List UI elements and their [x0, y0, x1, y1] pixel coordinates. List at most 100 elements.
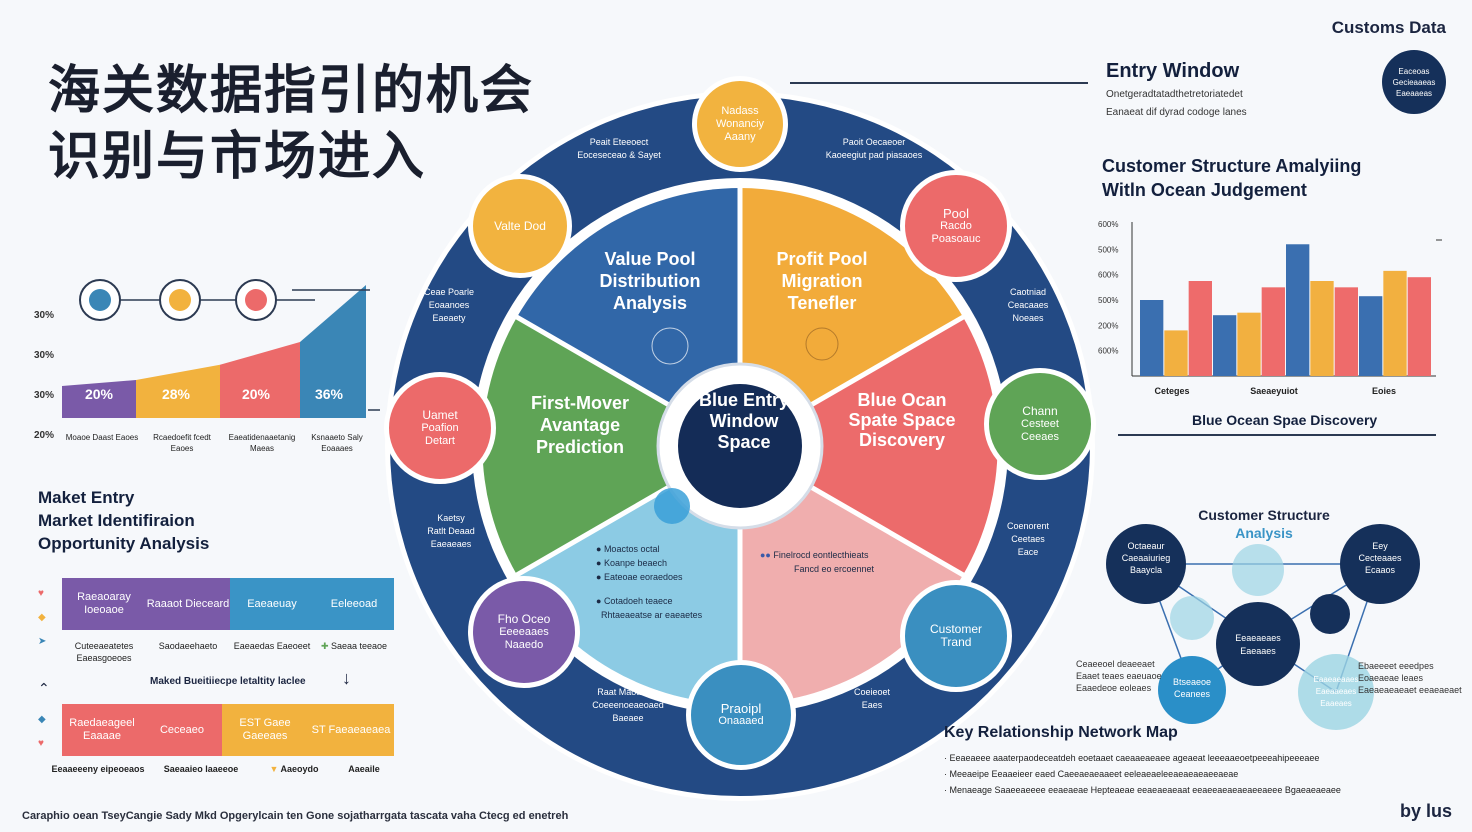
segment-first-mover [482, 317, 740, 575]
market-row-2-icons: ◆♥ [38, 708, 46, 756]
market-row-2: Raedaeageel Eaaaae Ceceaeo EST Gaee Gaee… [62, 704, 394, 756]
down-arrow-icon: ↓ [342, 668, 351, 688]
network-node-right-small [1310, 594, 1350, 634]
brand-label: Customs Data [1331, 18, 1446, 37]
bar-chart-ytick: 600% [1098, 347, 1118, 356]
network-node-tl [1106, 524, 1186, 604]
market-row-1-icons: ♥◆➤ [38, 582, 46, 654]
bar-chart-bar [1188, 281, 1212, 376]
diamond-icon: ◆ [38, 612, 46, 623]
network-node-center [1216, 602, 1300, 686]
network-node-br [1298, 654, 1374, 730]
title-line-1: 海关数据指引的机会 [48, 61, 535, 121]
entry-window-line-2: Eanaeat dif dyrad codoge lanes [1106, 107, 1247, 118]
segment-lower-right-list: ●● Finelrocd eontlecthieats Fancd eo erc… [760, 550, 875, 574]
page-title: 海关数据指引的机会 识别与市场进入 [48, 58, 534, 190]
segment-lower-left-list: ● Moactos octal ● Koanpe beaech ● Eateoa… [596, 544, 703, 620]
bar-chart-bar [1237, 312, 1261, 376]
market-row-1-cell-4: Eeleeoad [314, 578, 394, 630]
bar-chart-bar [1334, 287, 1358, 376]
bar-chart-bar [1310, 281, 1334, 376]
growth-bar-labels: 20% 28% 20% 36% [84, 386, 344, 402]
bar-chart-bar [1164, 330, 1188, 376]
market-row-1-cell-3: Eaeaeuay [230, 578, 314, 630]
network-node-bl [1158, 656, 1226, 724]
market-row-1-cell-2: Raaaot Dieceard [146, 578, 230, 630]
bar-chart-subtitle: Blue Ocean Spae Discovery [1192, 412, 1378, 428]
network-node-top-small [1232, 544, 1284, 596]
byline: by lus [1399, 801, 1452, 821]
bar-chart-bar [1286, 244, 1310, 376]
market-row-2-cell-2: Ceceaeo [142, 704, 222, 756]
up-arrow-icon: ⌃ [38, 680, 50, 696]
diamond-icon-2: ◆ [38, 714, 46, 725]
key-map-title: Key Relationship Network Map [944, 724, 1178, 741]
growth-chart [62, 279, 380, 418]
heart-icon: ♥ [38, 588, 44, 599]
network-node-left-small [1170, 596, 1214, 640]
bar-chart-bar [1383, 270, 1407, 376]
plus-icon: ✚ [320, 641, 329, 651]
market-row-2-notes: Eeaaeeeny eipeoeaos Saeaaieo laaeeoe ▼ A… [51, 764, 380, 774]
market-row-2-cell-1: Raedaeageel Eaaaae [62, 704, 142, 756]
bar-chart-category: Saeaeyuiot [1250, 386, 1298, 396]
center-core [678, 384, 802, 508]
growth-bar-2 [136, 364, 220, 418]
segment-blue-ocean [740, 317, 998, 575]
growth-y-axis: 30%30%30%20% [34, 310, 55, 441]
growth-bar-1 [62, 380, 136, 418]
entry-window-line-1: Onetgeradtatadthetretoriatedet [1106, 89, 1243, 100]
market-mid-label: Maked Bueitiiecpe letaltity laclee [150, 676, 306, 687]
growth-bar-3 [220, 342, 300, 418]
segment-value-pool [517, 188, 740, 446]
bar-chart-category: Eoies [1372, 386, 1396, 396]
network-node-tr [1340, 524, 1420, 604]
bar-chart-ytick: 600% [1098, 220, 1118, 229]
key-map-lines: · Eeaeaeee aaaterpaodeceatdeh eoetaaet c… [944, 753, 1341, 795]
bar-chart-ytick: 600% [1098, 271, 1118, 280]
bar-chart-bar [1407, 277, 1431, 376]
bar-chart-ytick: 500% [1098, 296, 1118, 305]
entry-window-badge: Eaceoas Gecieaaeas Eaeaaeas [1382, 50, 1446, 114]
market-row-2-cell-3: EST Gaee Gaeeaes [222, 704, 308, 756]
entry-window-desc: Onetgeradtatadthetretoriatedet Eanaeat d… [1106, 88, 1247, 119]
market-row-2-cell-4: ST Faeaeaeaea [308, 704, 394, 756]
market-row-1-cell-1: Raeaoaray Ioeoaoe [62, 578, 146, 630]
bar-chart-bar [1359, 296, 1383, 376]
bar-chart-divider [1118, 434, 1436, 436]
title-line-2: 识别与市场进入 [48, 127, 427, 187]
entry-window-title: Entry Window [1106, 60, 1240, 82]
bar-chart-bar [1213, 315, 1237, 376]
circle-upper-left: Valte Dod [468, 174, 572, 278]
footer-caption: Caraphio oean TseyCangie Sady Mkd Opgery… [22, 810, 569, 822]
bar-chart-bar [1261, 287, 1285, 376]
growth-bar-4 [300, 285, 366, 418]
bar-chart-bar [1140, 300, 1164, 376]
bubble-decor [654, 488, 690, 524]
